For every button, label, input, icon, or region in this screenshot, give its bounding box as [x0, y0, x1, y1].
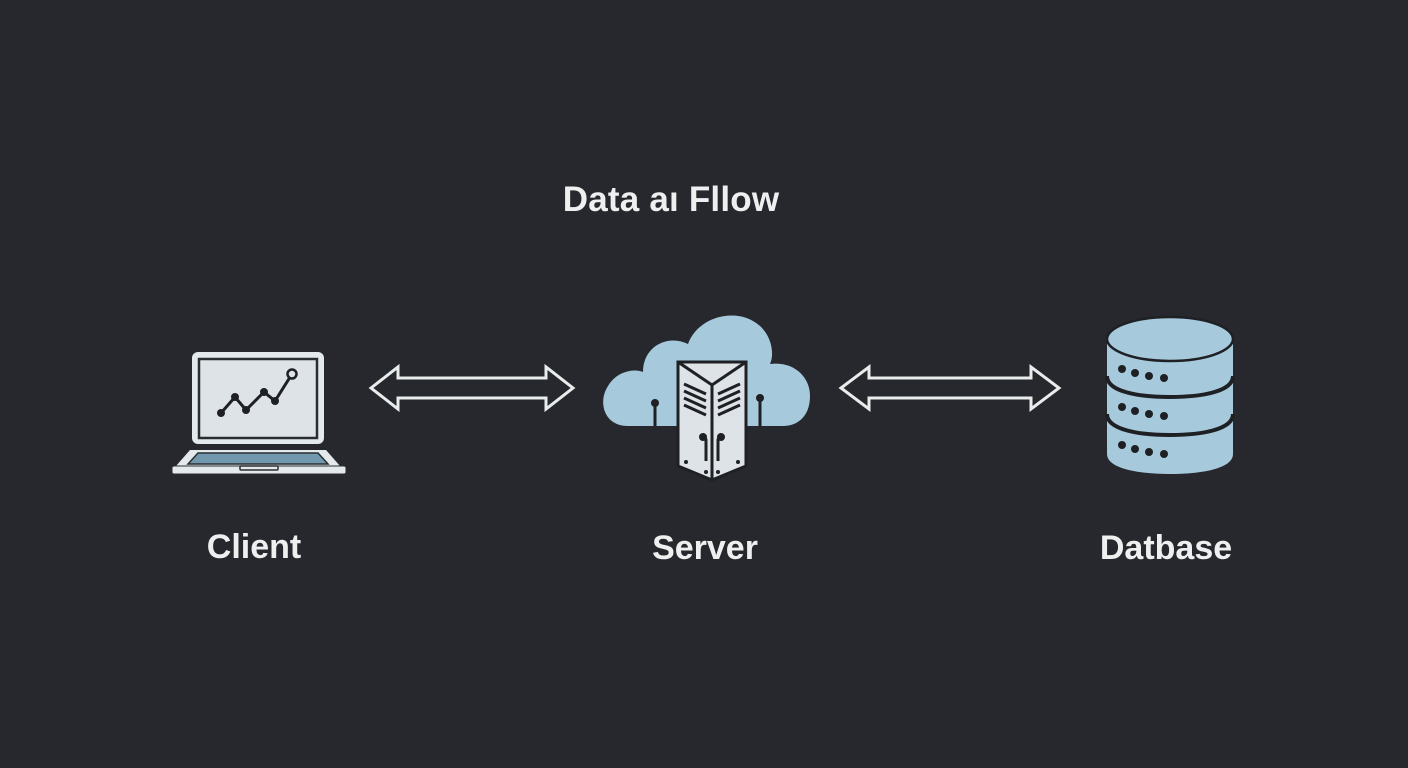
node-label-server: Server — [652, 529, 758, 567]
database-icon — [1105, 315, 1235, 474]
node-label-client: Client — [206, 528, 302, 566]
laptop-chart-icon — [171, 352, 347, 475]
bidirectional-arrow-client-server — [368, 363, 576, 413]
node-label-database: Datbase — [1099, 529, 1233, 567]
bidirectional-arrow-server-database — [838, 364, 1062, 412]
diagram-title: Data aı Fllow — [562, 180, 780, 219]
cloud-server-icon — [603, 315, 810, 482]
